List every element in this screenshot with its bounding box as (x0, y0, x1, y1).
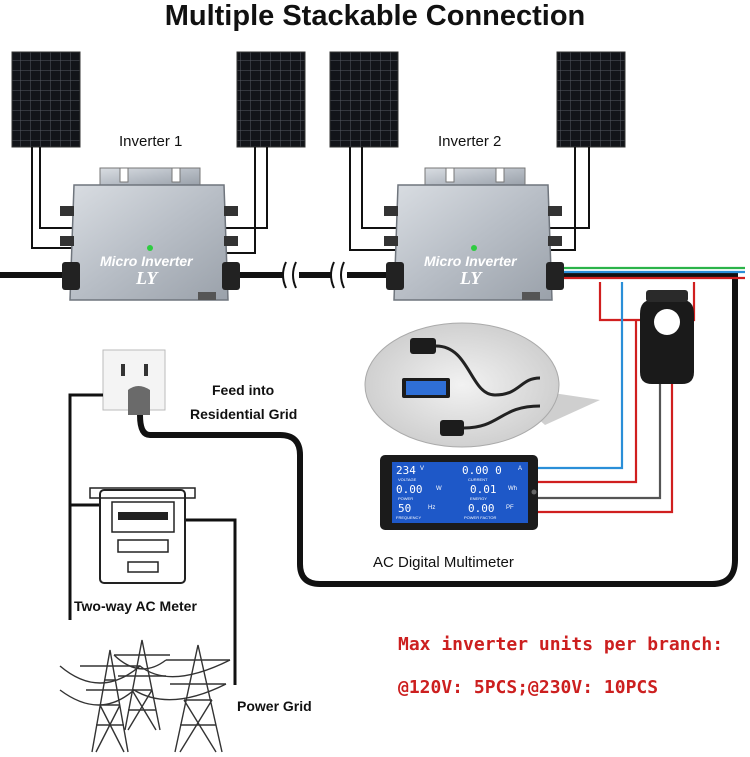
lcd-pf-unit: PF (506, 505, 514, 511)
residential-grid-label: Residential Grid (190, 406, 298, 422)
ac-meter-label: Two-way AC Meter (74, 598, 197, 614)
solar-panel-2 (236, 51, 306, 148)
lcd-pf: 0.00 (468, 502, 495, 515)
ac-digital-multimeter (380, 455, 538, 530)
feed-label: Feed into (212, 382, 275, 398)
inverter-2-brand: Micro Inverter (424, 253, 517, 269)
lcd-current-unit: A (518, 466, 523, 472)
lcd-power: 0.00 (396, 483, 423, 496)
solar-panel-1 (11, 51, 81, 148)
inverter-1-logo: LY (136, 268, 158, 288)
measurement-wires (538, 266, 745, 514)
solar-panel-4 (556, 51, 626, 148)
page-title: Multiple Stackable Connection (164, 0, 586, 32)
lcd-energy: 0.01 (470, 483, 497, 496)
inverter-1-brand: Micro Inverter (100, 253, 193, 269)
lcd-pf-name: POWER FACTOR (464, 515, 497, 520)
current-clamp (640, 290, 694, 384)
max-units-note-line1: Max inverter units per branch: (398, 634, 724, 655)
solar-panel-3 (329, 51, 399, 148)
cable-break-marks (282, 261, 347, 289)
wall-socket (102, 349, 166, 415)
power-grid-label: Power Grid (237, 698, 312, 714)
inverter-2-body (384, 167, 564, 301)
inverter-1-label: Inverter 1 (119, 133, 183, 150)
lcd-power-name: POWER (398, 496, 414, 501)
inverter-1-body (60, 167, 240, 301)
transmission-towers (59, 639, 231, 753)
grid-wiring (68, 393, 237, 685)
lcd-frequency-unit: Hz (428, 505, 436, 511)
inverter-2-label: Inverter 2 (438, 133, 502, 150)
max-units-note-line2: @120V: 5PCS;@230V: 10PCS (398, 677, 659, 698)
lcd-voltage-unit: V (420, 466, 425, 472)
lcd-frequency-name: FREQUENCY (396, 515, 422, 520)
two-way-ac-meter (89, 487, 196, 584)
lcd-energy-name: ENERGY (470, 496, 487, 501)
lcd-current-name: CURRENT (468, 477, 488, 482)
lcd-voltage-name: VOLTAGE (398, 477, 417, 482)
multimeter-label: AC Digital Multimeter (373, 554, 514, 571)
dc-leads (31, 147, 590, 254)
lcd-energy-unit: Wh (508, 486, 517, 492)
lcd-frequency: 50 (398, 502, 412, 515)
lcd-voltage: 234 (396, 464, 416, 477)
inverter-2-logo: LY (460, 268, 482, 288)
lcd-power-unit: W (436, 486, 442, 492)
lcd-current: 0.00 0 (462, 464, 502, 477)
zoom-bubble (364, 322, 600, 448)
